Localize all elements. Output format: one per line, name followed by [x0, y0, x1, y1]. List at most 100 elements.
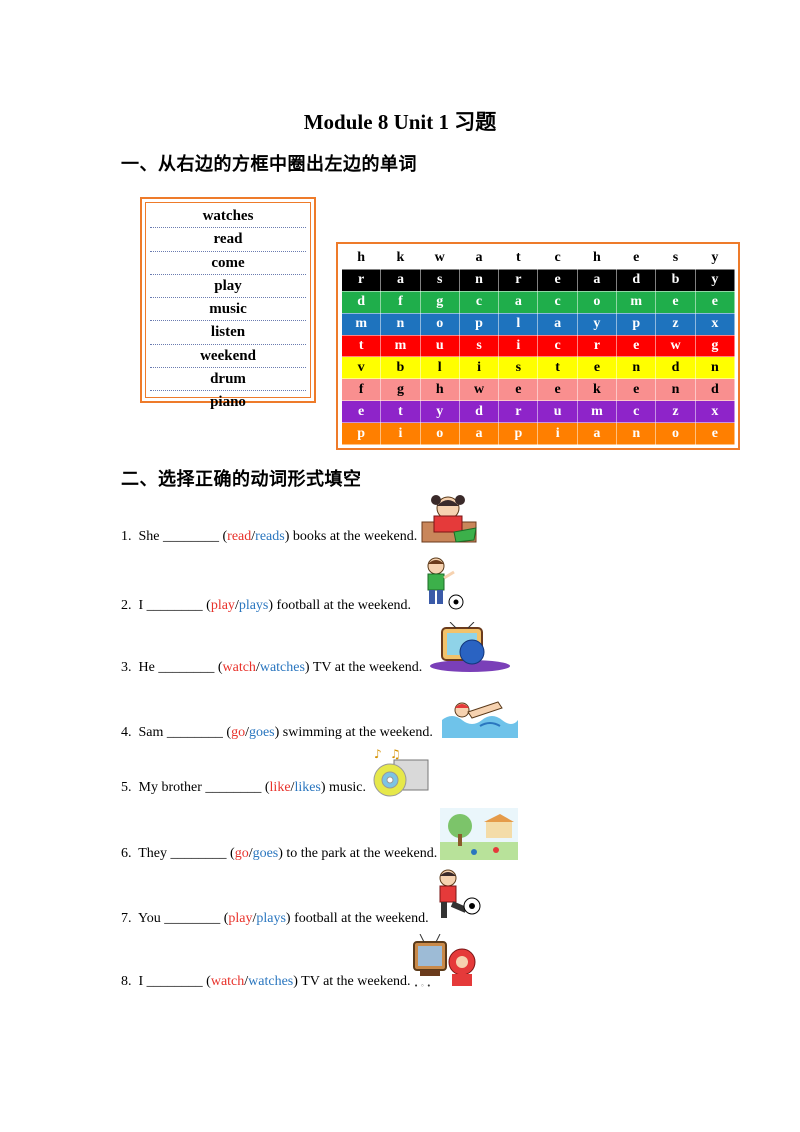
grid-letter[interactable]: d	[655, 356, 696, 380]
word-item: play	[150, 275, 306, 299]
grid-letter[interactable]: k	[576, 378, 618, 402]
grid-letter[interactable]: e	[694, 290, 736, 314]
grid-letter[interactable]: g	[694, 334, 736, 358]
grid-letter[interactable]: o	[655, 422, 696, 445]
grid-letter[interactable]: i	[380, 422, 421, 445]
grid-letter[interactable]: o	[576, 290, 618, 314]
grid-letter[interactable]: f	[380, 290, 421, 314]
grid-letter[interactable]: g	[380, 378, 421, 402]
grid-letter[interactable]: p	[616, 312, 657, 336]
grid-letter[interactable]: t	[498, 247, 539, 270]
grid-letter[interactable]: d	[458, 400, 500, 423]
grid-letter[interactable]: v	[340, 356, 382, 380]
grid-letter[interactable]: r	[340, 268, 382, 292]
grid-letter[interactable]: c	[458, 290, 500, 314]
grid-letter[interactable]: x	[694, 400, 736, 423]
grid-letter[interactable]: l	[419, 356, 460, 380]
grid-letter[interactable]: c	[537, 290, 578, 314]
grid-letter[interactable]: o	[419, 312, 460, 336]
grid-letter[interactable]: h	[419, 378, 460, 402]
grid-letter[interactable]: a	[380, 268, 421, 292]
grid-letter[interactable]: e	[537, 268, 578, 292]
grid-letter[interactable]: e	[498, 378, 539, 402]
grid-letter[interactable]: t	[380, 400, 421, 423]
grid-letter[interactable]: t	[340, 334, 382, 358]
grid-letter[interactable]: c	[537, 247, 578, 270]
grid-letter[interactable]: i	[498, 334, 539, 358]
grid-letter[interactable]: e	[537, 378, 578, 402]
grid-letter[interactable]: y	[576, 312, 618, 336]
grid-letter[interactable]: m	[380, 334, 421, 358]
grid-letter[interactable]: a	[537, 312, 578, 336]
grid-letter[interactable]: l	[498, 312, 539, 336]
grid-letter[interactable]: d	[694, 378, 736, 402]
grid-letter[interactable]: e	[340, 400, 382, 423]
grid-letter[interactable]: e	[616, 334, 657, 358]
grid-letter[interactable]: w	[419, 247, 460, 270]
grid-letter[interactable]: m	[616, 290, 657, 314]
grid-letter[interactable]: r	[576, 334, 618, 358]
exercise-prefix: They ________ (	[138, 846, 235, 861]
grid-letter[interactable]: s	[498, 356, 539, 380]
grid-letter[interactable]: r	[498, 268, 539, 292]
grid-letter[interactable]: u	[537, 400, 578, 423]
grid-letter[interactable]: w	[655, 334, 696, 358]
grid-letter[interactable]: r	[498, 400, 539, 423]
grid-letter[interactable]: e	[655, 290, 696, 314]
grid-letter[interactable]: n	[694, 356, 736, 380]
grid-letter[interactable]: h	[340, 247, 382, 270]
grid-letter[interactable]: n	[655, 378, 696, 402]
grid-letter[interactable]: m	[576, 400, 618, 423]
grid-letter[interactable]: c	[537, 334, 578, 358]
grid-letter[interactable]: s	[419, 268, 460, 292]
grid-letter[interactable]: e	[576, 356, 618, 380]
grid-letter[interactable]: d	[616, 268, 657, 292]
grid-letter[interactable]: p	[340, 422, 382, 445]
grid-letter[interactable]: y	[694, 247, 736, 270]
grid-letter[interactable]: n	[616, 422, 657, 445]
grid-letter[interactable]: m	[340, 312, 382, 336]
grid-letter[interactable]: d	[340, 290, 382, 314]
grid-letter[interactable]: u	[419, 334, 460, 358]
grid-letter[interactable]: t	[537, 356, 578, 380]
grid-letter[interactable]: a	[458, 422, 500, 445]
grid-letter[interactable]: i	[458, 356, 500, 380]
grid-letter[interactable]: p	[498, 422, 539, 445]
grid-letter[interactable]: e	[616, 247, 657, 270]
grid-letter[interactable]: p	[458, 312, 500, 336]
grid-letter[interactable]: w	[458, 378, 500, 402]
grid-letter[interactable]: z	[655, 312, 696, 336]
grid-letter[interactable]: n	[380, 312, 421, 336]
grid-letter[interactable]: o	[419, 422, 460, 445]
exercise-prefix: My brother ________ (	[138, 780, 270, 795]
grid-letter[interactable]: a	[458, 247, 500, 270]
grid-letter[interactable]: x	[694, 312, 736, 336]
grid-letter[interactable]: g	[419, 290, 460, 314]
grid-letter[interactable]: f	[340, 378, 382, 402]
grid-letter[interactable]: n	[458, 268, 500, 292]
word-item: music	[150, 298, 306, 322]
exercise-prefix: She ________ (	[138, 529, 228, 544]
grid-letter[interactable]: a	[576, 422, 618, 445]
grid-letter[interactable]: z	[655, 400, 696, 423]
grid-letter[interactable]: e	[694, 422, 736, 445]
grid-letter[interactable]: h	[576, 247, 618, 270]
grid-letter[interactable]: s	[655, 247, 696, 270]
option-b: watches	[259, 660, 305, 675]
grid-letter[interactable]: e	[616, 378, 657, 402]
grid-letter[interactable]: n	[616, 356, 657, 380]
grid-letter[interactable]: i	[537, 422, 578, 445]
grid-letter[interactable]: y	[694, 268, 736, 292]
grid-letter[interactable]: y	[419, 400, 460, 423]
grid-letter[interactable]: b	[380, 356, 421, 380]
grid-letter[interactable]: k	[380, 247, 421, 270]
grid-letter[interactable]: c	[616, 400, 657, 423]
grid-letter[interactable]: s	[458, 334, 500, 358]
grid-letter[interactable]: b	[655, 268, 696, 292]
grid-letter[interactable]: a	[498, 290, 539, 314]
grid-letter[interactable]: a	[576, 268, 618, 292]
exercise-prefix: You ________ (	[137, 911, 229, 926]
